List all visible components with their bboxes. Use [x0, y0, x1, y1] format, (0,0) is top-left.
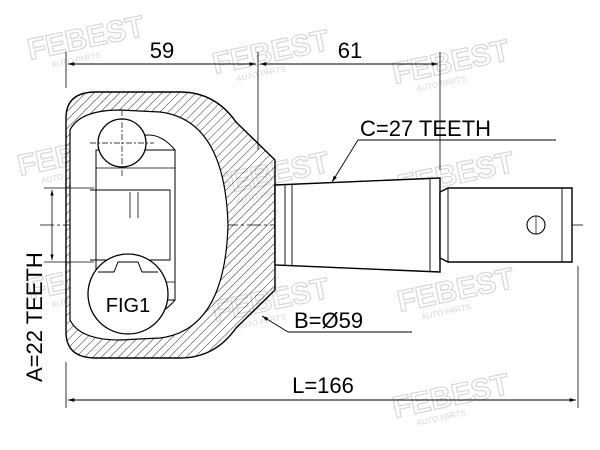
leader-line [261, 315, 289, 333]
leader-line [331, 139, 359, 183]
a-teeth-label: A=22 TEETH [22, 252, 47, 382]
fig1-detail-circle [87, 253, 169, 335]
a-teeth-callout: A=22 TEETH [22, 187, 94, 382]
fig1-label: FIG1 [106, 295, 150, 317]
top-dimensions: 59 61 [65, 38, 441, 170]
stem-shaft [274, 177, 573, 273]
b-diameter-callout: B=Ø59 [261, 308, 412, 333]
b-diameter-label: B=Ø59 [294, 308, 363, 333]
dim-label-61: 61 [338, 38, 362, 63]
c-teeth-callout: C=27 TEETH [331, 116, 556, 183]
overall-length: L=166 [65, 266, 579, 408]
c-teeth-label: C=27 TEETH [360, 116, 491, 141]
threaded-end [439, 187, 573, 263]
shaft-body [274, 177, 441, 273]
dim-label-59: 59 [150, 38, 174, 63]
fig1-spline-tooth [98, 261, 158, 273]
length-label: L=166 [292, 373, 354, 398]
